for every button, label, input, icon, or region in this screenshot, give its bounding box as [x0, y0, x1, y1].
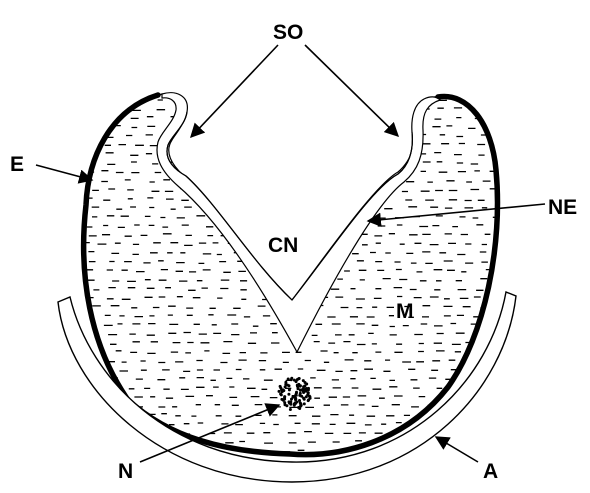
- label-a: A: [483, 460, 498, 483]
- notochord-cell-dot: [308, 395, 311, 398]
- notochord-cell-dot: [283, 396, 286, 399]
- notochord-cell-dot: [284, 385, 287, 388]
- notochord-cell-dot: [297, 387, 300, 390]
- notochord-cell-dot: [299, 392, 302, 395]
- notochord-cell-dot: [287, 393, 290, 396]
- notochord-cell-dot: [285, 404, 288, 407]
- arrow-so-right: [305, 45, 398, 136]
- notochord-cell-dot: [305, 383, 308, 386]
- notochord-cell-dot: [287, 378, 290, 381]
- label-cn: CN: [268, 234, 298, 257]
- notochord-cell-dot: [302, 397, 305, 400]
- label-e: E: [10, 153, 24, 176]
- notochord: [278, 377, 312, 411]
- notochord-cell-dot: [298, 399, 301, 402]
- arrow-a: [436, 437, 478, 462]
- arrow-ne: [368, 204, 545, 221]
- notochord-cell-dot: [289, 408, 292, 411]
- notochord-cell-dot: [296, 378, 299, 381]
- notochord-cell-dot: [280, 398, 283, 401]
- notochord-cell-dot: [290, 398, 293, 401]
- notochord-cell-dot: [295, 392, 298, 395]
- notochord-cell-dot: [288, 400, 291, 403]
- arrow-so-left: [191, 45, 278, 137]
- notochord-cell-dot: [307, 399, 310, 402]
- label-n: N: [118, 460, 133, 483]
- notochord-cell-dot: [299, 405, 302, 408]
- notochord-cell-dot: [288, 388, 291, 391]
- label-ne: NE: [548, 196, 577, 219]
- notochord-cell-dot: [302, 379, 305, 382]
- notochord-cell-dot: [283, 401, 286, 404]
- notochord-cell-dot: [293, 402, 296, 405]
- notochord-cell-dot: [290, 377, 293, 380]
- notochord-cell-dot: [297, 383, 300, 386]
- notochord-cell-dot: [303, 402, 306, 405]
- notochord-cell-dot: [302, 391, 305, 394]
- label-so: SO: [273, 21, 303, 44]
- notochord-cell-dot: [280, 393, 283, 396]
- label-m: M: [396, 300, 414, 323]
- notochord-cell-dot: [294, 396, 297, 399]
- notochord-cell-dot: [301, 388, 304, 391]
- notochord-cell-dot: [280, 388, 283, 391]
- arrow-e: [36, 165, 92, 180]
- notochord-cell-dot: [288, 384, 291, 387]
- notochord-cell-dot: [278, 390, 281, 393]
- notochord-cell-dot: [284, 381, 287, 384]
- notochord-cell-dot: [307, 387, 310, 390]
